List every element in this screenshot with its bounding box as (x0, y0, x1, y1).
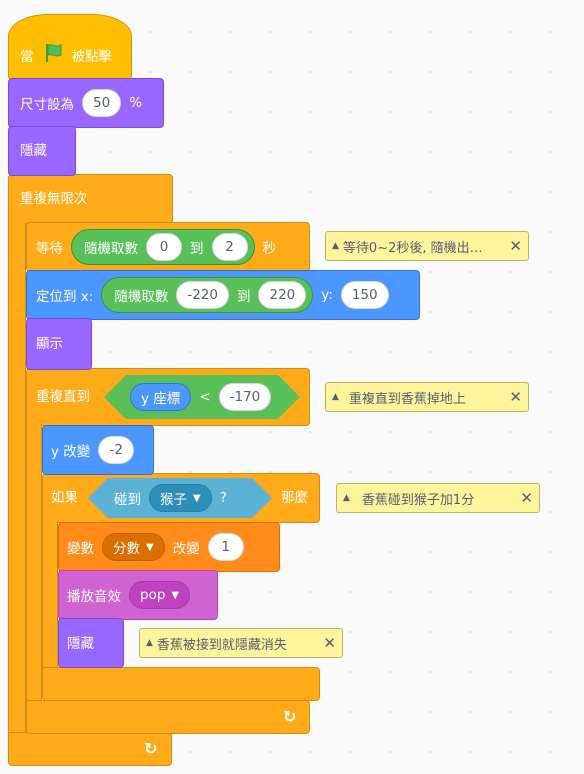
random-label: 隨機取數 (84, 241, 138, 257)
change-y-block[interactable] (42, 425, 154, 475)
forever-bottom (8, 732, 172, 766)
if-arm (42, 521, 58, 669)
collapse-arrow-icon[interactable]: ▲ (332, 392, 339, 402)
show-block[interactable] (26, 318, 92, 370)
variable-dropdown[interactable]: 分數 ▼ (102, 533, 165, 561)
when-flag-clicked-block[interactable] (8, 14, 132, 80)
goto-x-label: 定位到 x: (36, 289, 94, 305)
repeat-until-arm (26, 424, 42, 702)
forever-label: 重複無限次 (20, 191, 88, 207)
forever-block[interactable] (8, 174, 173, 224)
wait-label: 等待 (36, 241, 63, 257)
variable-name: 分數 (113, 541, 140, 557)
variable-label: 變數 (67, 541, 94, 557)
change-by-label: 改變 (172, 541, 200, 557)
comment-text: 等待0~2秒後, 隨機出… (342, 240, 483, 256)
hide-label-1: 隱藏 (20, 143, 47, 159)
goto-row: 定位到 x: 隨機取數 -220 到 220 y: 150 (36, 277, 389, 313)
collapse-arrow-icon[interactable]: ▲ (332, 241, 339, 251)
change-y-label: y 改變 (51, 444, 91, 460)
change-y-input[interactable]: -2 (98, 436, 135, 464)
when-label: 當 (20, 49, 34, 65)
set-size-row: 尺寸設為 50 % (20, 89, 142, 117)
clicked-label: 被點擊 (71, 49, 113, 65)
when-flag-row: 當 被點擊 (20, 42, 112, 68)
close-icon[interactable]: ✕ (509, 237, 522, 255)
size-value-input[interactable]: 50 (82, 89, 122, 117)
repeat-loop-arrow-icon: ↻ (283, 707, 297, 726)
repeat-until-bottom (26, 700, 310, 734)
y-position-reporter[interactable]: y 座標 (130, 383, 192, 411)
sound-name: pop (140, 587, 166, 603)
close-icon[interactable]: ✕ (509, 388, 522, 406)
comment-wait[interactable]: ▲ 等待0~2秒後, 隨機出… ✕ (325, 231, 529, 261)
repeat-until-label: 重複直到 (36, 389, 90, 405)
sound-dropdown[interactable]: pop ▼ (129, 581, 191, 609)
comment-text: 香蕉被接到就隱藏消失 (156, 637, 287, 653)
hide-block-2[interactable] (58, 618, 124, 668)
chevron-down-icon: ▼ (146, 541, 154, 553)
comment-text: 香蕉碰到猴子加1分 (361, 492, 475, 508)
x-random-from-input[interactable]: -220 (176, 281, 229, 309)
to-label: 到 (190, 241, 204, 257)
comment-if[interactable]: ▲ 香蕉碰到猴子加1分 ✕ (336, 483, 540, 513)
touching-row: 碰到 猴子 ▼ ? (114, 484, 227, 512)
forever-loop-arrow-icon: ↻ (144, 739, 158, 758)
comment-repeat[interactable]: ▲ 重複直到香蕉掉地上 ✕ (325, 382, 529, 412)
change-var-input[interactable]: 1 (207, 533, 244, 561)
wait-random-to-input[interactable]: 2 (211, 233, 248, 261)
random-reporter-x[interactable]: 隨機取數 -220 到 220 (101, 277, 314, 313)
close-icon[interactable]: ✕ (323, 634, 336, 652)
comment-hide[interactable]: ▲ 香蕉被接到就隱藏消失 ✕ (139, 628, 343, 658)
change-var-row: 變數 分數 ▼ 改變 1 (67, 533, 244, 561)
random-label: 隨機取數 (114, 289, 169, 305)
wait-random-from-input[interactable]: 0 (146, 233, 182, 261)
then-label: 那麼 (281, 490, 308, 506)
comment-text: 重複直到香蕉掉地上 (348, 391, 466, 407)
chevron-down-icon: ▼ (171, 589, 180, 601)
set-size-label: 尺寸設為 (20, 97, 74, 113)
touching-target-value: 猴子 (160, 492, 187, 508)
to-label: 到 (236, 289, 251, 305)
change-y-row: y 改變 -2 (51, 436, 135, 464)
show-label: 顯示 (36, 336, 63, 352)
collapse-arrow-icon[interactable]: ▲ (146, 638, 153, 648)
question-mark: ? (219, 490, 227, 506)
percent-label: % (129, 95, 143, 111)
compare-row: y 座標 < -170 (130, 383, 272, 411)
random-reporter-wait[interactable]: 隨機取數 0 到 2 (71, 229, 255, 265)
green-flag-icon (42, 42, 64, 68)
wait-row: 等待 隨機取數 0 到 2 秒 (36, 229, 276, 265)
hide-label-2: 隱藏 (67, 636, 94, 652)
y-value-input[interactable]: 150 (340, 281, 389, 309)
forever-arm (8, 222, 26, 734)
play-sound-row: 播放音效 pop ▼ (67, 581, 191, 609)
less-than-label: < (199, 389, 211, 405)
collapse-arrow-icon[interactable]: ▲ (343, 493, 350, 503)
touching-target-dropdown[interactable]: 猴子 ▼ (149, 484, 212, 512)
touching-label: 碰到 (114, 492, 141, 508)
if-bottom (42, 667, 320, 701)
goto-y-label: y: (321, 287, 333, 303)
if-label: 如果 (51, 490, 78, 506)
x-random-to-input[interactable]: 220 (258, 281, 307, 309)
close-icon[interactable]: ✕ (520, 489, 533, 507)
seconds-label: 秒 (262, 241, 277, 257)
compare-value-input[interactable]: -170 (218, 383, 272, 411)
chevron-down-icon: ▼ (193, 492, 201, 504)
hide-block-1[interactable] (8, 126, 76, 176)
play-sound-label: 播放音效 (67, 589, 121, 605)
